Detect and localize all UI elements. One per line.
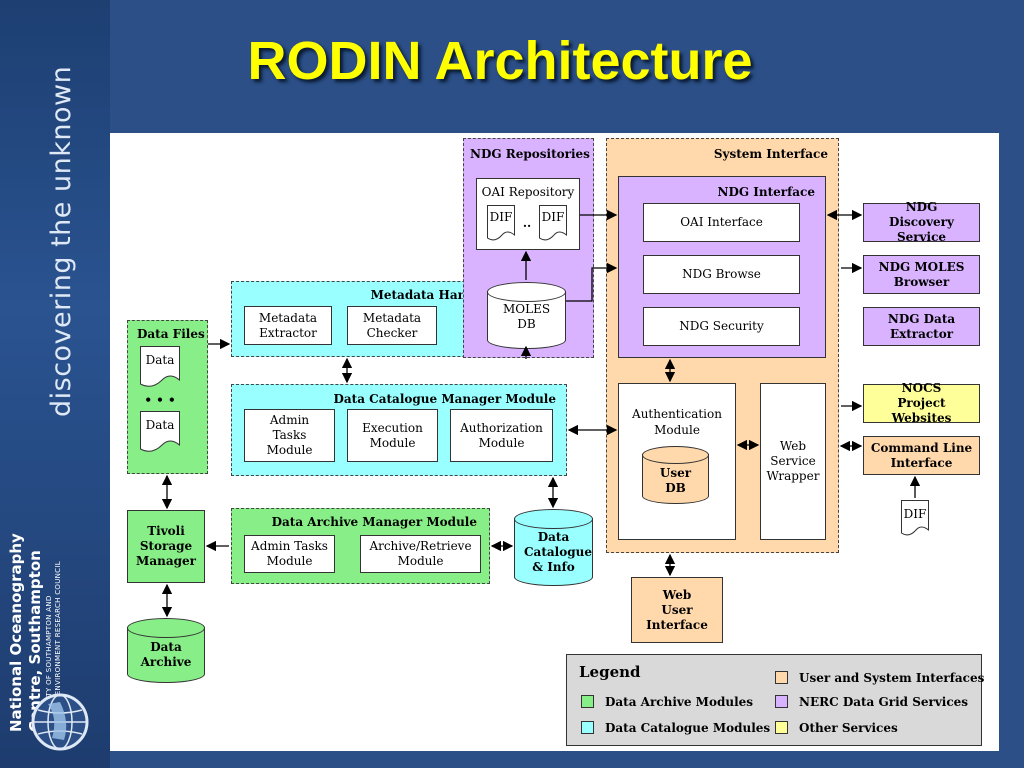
system-interface-title: System Interface: [713, 147, 828, 161]
authentication-module-label: Authentication Module: [632, 407, 722, 437]
legend-swatch-ndg: [775, 695, 788, 708]
legend-item-interfaces: User and System Interfaces: [799, 671, 985, 685]
data-archive-db: Data Archive: [127, 618, 205, 683]
web-user-interface-box: Web User Interface: [631, 577, 723, 643]
dif-label-2: DIF: [541, 210, 565, 224]
archive-manager-title: Data Archive Manager Module: [271, 515, 477, 529]
ndg-browse-box: NDG Browse: [643, 255, 800, 294]
ndg-security-box: NDG Security: [643, 307, 800, 346]
user-db-label: User DB: [659, 466, 692, 495]
dif-doc-2: DIF: [539, 205, 567, 243]
dif-label-1: DIF: [489, 210, 513, 224]
ndg-data-extractor-box: NDG Data Extractor: [863, 307, 980, 346]
sidebar-tagline: discovering the unknown: [46, 65, 77, 417]
ndg-moles-browser-box: NDG MOLES Browser: [863, 255, 980, 294]
data-file-label-1: Data: [145, 353, 175, 367]
institution-name-line1: National Oceanography: [7, 533, 25, 732]
user-db: User DB: [642, 446, 709, 504]
catalogue-manager-title: Data Catalogue Manager Module: [333, 392, 557, 406]
data-archive-label: Data Archive: [140, 640, 192, 669]
ndg-interface-title: NDG Interface: [717, 185, 815, 199]
dif-dots: ..: [522, 215, 532, 230]
globe-logo-icon: [31, 693, 89, 751]
legend-title: Legend: [579, 663, 641, 681]
web-service-wrapper-box: Web Service Wrapper: [760, 383, 826, 540]
data-files-ellipsis: • • •: [144, 392, 176, 407]
command-line-dif-doc: DIF: [901, 500, 929, 538]
authorization-module-box: Authorization Module: [450, 409, 553, 462]
metadata-checker-box: Metadata Checker: [347, 306, 437, 345]
ndg-discovery-service-box: NDG Discovery Service: [863, 200, 980, 244]
catalogue-admin-tasks-box: Admin Tasks Module: [244, 409, 335, 462]
archive-retrieve-box: Archive/Retrieve Module: [360, 535, 481, 573]
archive-admin-tasks-box: Admin Tasks Module: [244, 535, 335, 573]
moles-db: MOLES DB: [487, 282, 566, 349]
legend-swatch-interfaces: [775, 671, 788, 684]
command-line-dif-label: DIF: [903, 507, 927, 521]
data-file-label-2: Data: [145, 418, 175, 432]
legend-item-ndg: NERC Data Grid Services: [799, 695, 969, 709]
command-line-interface-box: Command Line Interface: [863, 436, 980, 475]
legend-box: Legend Data Archive Modules Data Catalog…: [566, 654, 985, 746]
legend-swatch-archive: [581, 695, 594, 708]
oai-interface-box: OAI Interface: [643, 203, 800, 242]
data-file-doc-2: Data: [140, 411, 180, 455]
data-files-title: Data Files: [137, 327, 205, 341]
sidebar: discovering the unknown National Oceanog…: [0, 0, 110, 768]
oai-repository-title: OAI Repository: [481, 185, 575, 199]
legend-swatch-other: [775, 721, 788, 734]
data-catalogue-label: Data Catalogue & Info: [524, 530, 592, 574]
nocs-project-websites-box: NOCS Project Websites: [863, 381, 980, 425]
legend-item-catalogue: Data Catalogue Modules: [605, 721, 771, 735]
dif-doc-1: DIF: [487, 205, 515, 243]
metadata-extractor-box: Metadata Extractor: [244, 306, 332, 345]
ndg-repositories-title: NDG Repositories: [470, 147, 590, 161]
page-title: RODIN Architecture: [247, 31, 753, 91]
tivoli-storage-manager: Tivoli Storage Manager: [127, 510, 205, 583]
legend-swatch-catalogue: [581, 721, 594, 734]
execution-module-box: Execution Module: [347, 409, 438, 462]
legend-item-archive: Data Archive Modules: [605, 695, 754, 709]
data-catalogue-db: Data Catalogue & Info: [514, 509, 593, 586]
data-file-doc-1: Data: [140, 346, 180, 390]
architecture-diagram: Data Files Metadata Handler Module Data …: [110, 133, 999, 751]
legend-item-other: Other Services: [799, 721, 898, 735]
moles-db-label: MOLES DB: [503, 302, 551, 331]
